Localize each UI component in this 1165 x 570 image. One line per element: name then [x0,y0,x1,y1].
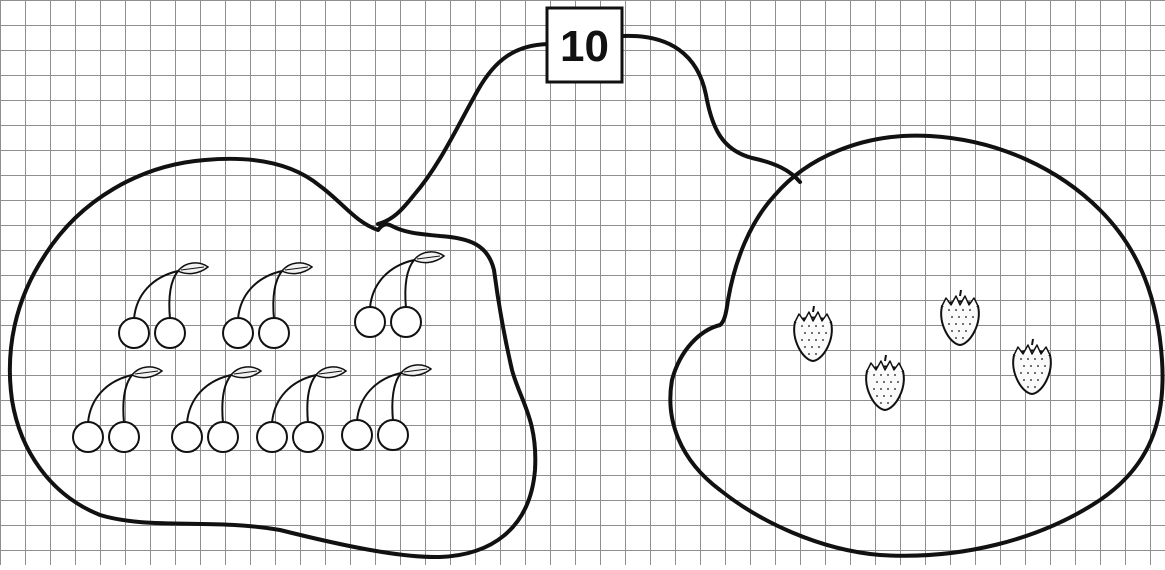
cherry [378,420,408,450]
total-box: 10 [547,8,622,82]
cherry [342,420,372,450]
cherry [208,422,238,452]
cherry [391,307,421,337]
cherry [223,318,253,348]
cherry [355,307,385,337]
cherry [259,318,289,348]
total-label: 10 [560,22,609,71]
cherry [109,422,139,452]
cherry [73,422,103,452]
cherry [172,422,202,452]
cherry [119,318,149,348]
cherry [257,422,287,452]
cherry [293,422,323,452]
cherry [155,318,185,348]
